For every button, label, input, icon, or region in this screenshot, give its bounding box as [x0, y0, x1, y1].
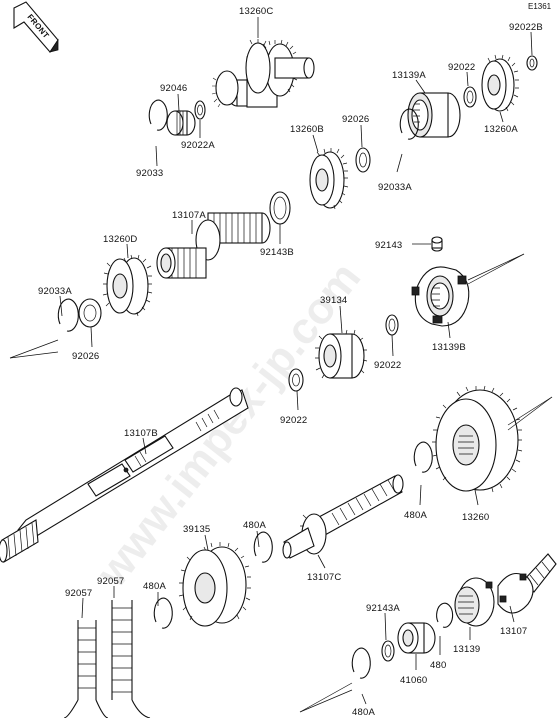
sprocket-39134 — [315, 329, 368, 379]
label-39134: 39134 — [320, 295, 347, 306]
circlip-92033a-top — [399, 108, 419, 140]
gear-13260b — [309, 148, 349, 210]
gear-13260 — [432, 385, 523, 493]
circlip-480a-left — [153, 597, 173, 629]
washer-92022-low — [288, 368, 304, 392]
circlip-480a-center — [253, 531, 273, 563]
washer-92022a — [194, 100, 206, 120]
label-480a-left: 480A — [143, 581, 166, 592]
label-92022b: 92022B — [509, 22, 543, 33]
label-13260a: 13260A — [484, 124, 518, 135]
hub-13139b — [411, 266, 470, 327]
chain-92057-b — [111, 600, 151, 718]
label-480: 480 — [430, 660, 446, 671]
label-13107a: 13107A — [172, 210, 206, 221]
label-92022-top: 92022 — [448, 62, 475, 73]
sprocket-39135 — [178, 542, 251, 627]
collar-41060 — [397, 622, 436, 654]
label-92026-top: 92026 — [342, 114, 369, 125]
circlip-92033a-left — [57, 298, 79, 332]
label-92143b: 92143B — [260, 247, 294, 258]
label-92033a-left: 92033A — [38, 286, 72, 297]
label-92033: 92033 — [136, 168, 163, 179]
label-13107b: 13107B — [124, 428, 158, 439]
diagram-code: E1361 — [528, 2, 552, 11]
front-arrow-icon: FRONT — [13, 1, 59, 53]
gear-13260a — [481, 54, 519, 112]
pin-92143 — [431, 236, 443, 252]
axis-arrow-right-upper — [467, 253, 525, 285]
circlip-480a-bottom — [351, 647, 371, 679]
label-13139b: 13139B — [432, 342, 466, 353]
washer-92022-mid — [385, 314, 399, 336]
label-39135: 39135 — [183, 524, 210, 535]
hub-13139 — [454, 577, 495, 627]
gear-13260c — [211, 39, 315, 108]
label-13260b: 13260B — [290, 124, 324, 135]
shaft-13107c — [282, 474, 404, 559]
label-92143: 92143 — [375, 240, 402, 251]
circlip-480 — [436, 602, 454, 628]
label-92143a: 92143A — [366, 603, 400, 614]
label-480a-bottom: 480A — [352, 707, 375, 718]
washer-92022b — [526, 55, 538, 71]
washer-92143a — [381, 640, 395, 662]
label-13260: 13260 — [462, 512, 489, 523]
shaft-13107 — [497, 553, 557, 614]
label-13107: 13107 — [500, 626, 527, 637]
label-92022-low: 92022 — [280, 415, 307, 426]
bearing-92046 — [166, 110, 196, 136]
label-92057-a: 92057 — [65, 588, 92, 599]
label-92033a-top: 92033A — [378, 182, 412, 193]
washer-92026-top — [355, 147, 371, 173]
gear-13260d — [102, 254, 153, 317]
label-480a-right: 480A — [404, 510, 427, 521]
chain-92057-a — [63, 620, 109, 718]
label-13260c: 13260C — [239, 6, 273, 17]
label-92026-left: 92026 — [72, 351, 99, 362]
label-92022a: 92022A — [181, 140, 215, 151]
circlip-92033 — [148, 99, 168, 131]
label-92046: 92046 — [160, 83, 187, 94]
axis-arrow-left — [9, 339, 59, 359]
shaft-13107a — [156, 212, 271, 279]
label-480a-center: 480A — [243, 520, 266, 531]
collar-13139a — [407, 92, 461, 138]
label-41060: 41060 — [400, 675, 427, 686]
label-13260d: 13260D — [103, 234, 137, 245]
label-92022-mid: 92022 — [374, 360, 401, 371]
label-13139: 13139 — [453, 644, 480, 655]
label-13107c: 13107C — [307, 572, 341, 583]
washer-92026-left — [78, 298, 102, 328]
circlip-480a-right — [413, 441, 433, 473]
shaft-13107b — [0, 387, 249, 563]
label-92057-b: 92057 — [97, 576, 124, 587]
label-13139a: 13139A — [392, 70, 426, 81]
washer-92022-top — [463, 86, 477, 108]
axis-arrow-bottom — [299, 682, 353, 713]
axis-arrow-right-lower — [507, 396, 553, 431]
